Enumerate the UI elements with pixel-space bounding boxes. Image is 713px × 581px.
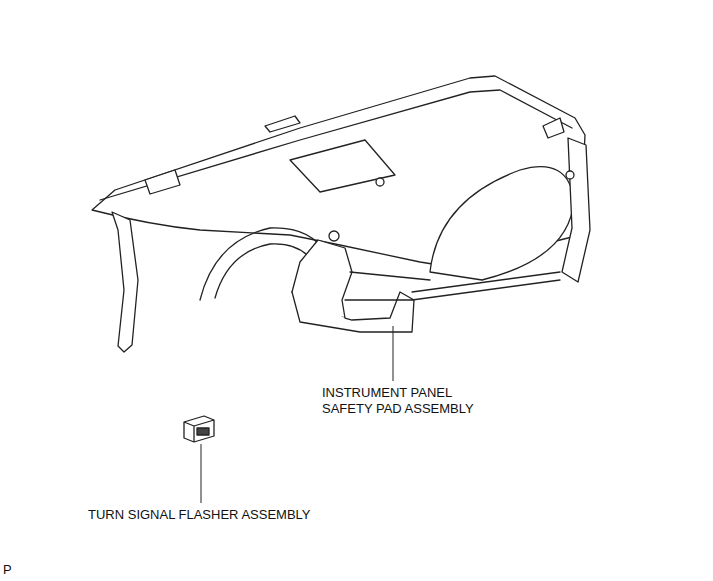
flasher-connector bbox=[197, 428, 209, 435]
part-label: INSTRUMENT PANEL SAFETY PAD ASSEMBLY bbox=[322, 385, 500, 417]
mount-hole bbox=[376, 178, 384, 186]
center-cross-member bbox=[345, 272, 430, 300]
page-mark: P bbox=[3, 562, 12, 578]
display-opening bbox=[290, 140, 395, 192]
lower-rail bbox=[412, 272, 560, 300]
mount-hole bbox=[566, 171, 574, 179]
left-vent bbox=[145, 170, 180, 194]
left-side-bracket bbox=[112, 212, 138, 352]
turn-signal-flasher-drawing bbox=[184, 416, 214, 442]
defroster-grille bbox=[265, 116, 300, 132]
leader-line bbox=[393, 326, 394, 381]
flasher-body bbox=[184, 416, 214, 442]
right-side-bracket bbox=[562, 138, 590, 282]
right-vent bbox=[543, 118, 564, 138]
lower-bracket bbox=[292, 292, 414, 332]
leader-line bbox=[201, 444, 202, 503]
instrument-panel-drawing bbox=[92, 76, 590, 352]
glove-box-opening bbox=[430, 167, 574, 280]
part-label: TURN SIGNAL FLASHER ASSEMBLY bbox=[88, 507, 311, 523]
flasher-edge bbox=[184, 420, 214, 442]
mount-hole bbox=[329, 231, 339, 241]
